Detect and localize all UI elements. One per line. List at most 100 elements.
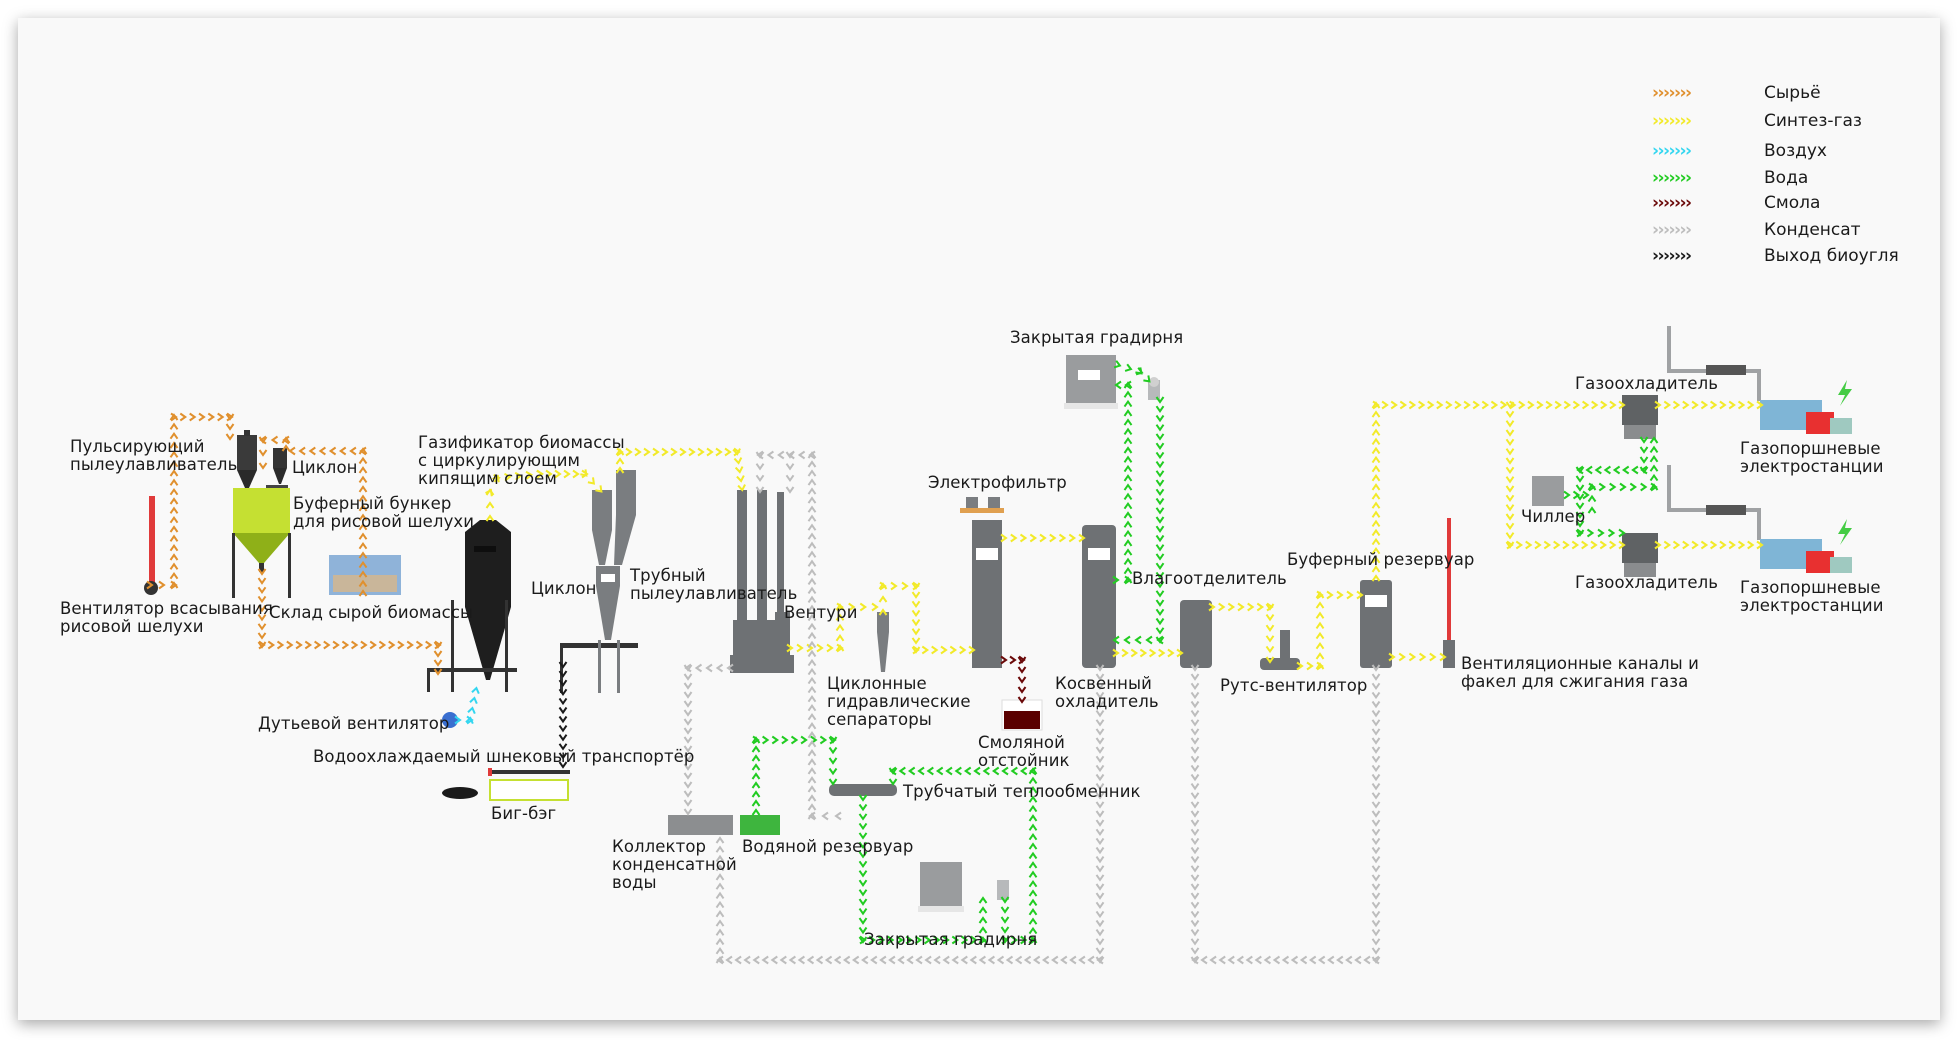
flow-chevron-icon <box>755 486 765 494</box>
flow-chevron-icon <box>1371 664 1381 672</box>
flow-chevron-icon <box>887 935 895 945</box>
flow-chevron-icon <box>323 640 331 650</box>
flow-chevron-icon <box>1023 955 1032 965</box>
flow-chevron-icon <box>1371 510 1381 518</box>
flow-chevron-icon <box>762 735 770 745</box>
flow-chevron-icon <box>1576 528 1584 538</box>
flow-chevron-icon <box>715 900 725 909</box>
flow-chevron-icon <box>1190 883 1200 891</box>
flow-chevron-icon <box>877 935 886 945</box>
flow-chevron-icon <box>359 446 367 456</box>
flow-chevron-icon <box>1631 465 1639 475</box>
flow-chevron-icon <box>1518 400 1526 410</box>
flow-chevron-icon <box>683 709 693 717</box>
flow-chevron-icon <box>1123 409 1133 417</box>
flow-chevron-icon <box>1155 599 1165 607</box>
flow-chevron-icon <box>1155 553 1165 561</box>
flow-chevron-icon <box>1049 533 1057 543</box>
flow-chevron-icon <box>1190 755 1200 764</box>
flow-line-syngas <box>1112 648 1184 658</box>
flow-chevron-icon <box>1155 451 1165 460</box>
flow-chevron-icon <box>1028 889 1038 897</box>
flow-chevron-icon <box>338 446 347 456</box>
flow-chevron-icon <box>170 412 178 422</box>
flow-chevron-icon <box>1672 540 1681 550</box>
flow-chevron-icon <box>1371 737 1381 745</box>
flow-chevron-icon <box>736 475 745 483</box>
flow-line-condensate <box>1190 664 1200 964</box>
flow-chevron-icon <box>425 640 433 650</box>
flow-chevron-icon <box>304 640 313 650</box>
legend-item-syngas: ››››››› Синтез-газ <box>1652 110 1862 132</box>
flow-chevron-icon <box>358 485 368 493</box>
flow-chevron-icon <box>888 778 898 786</box>
flow-chevron-icon <box>1028 870 1038 878</box>
flow-line-condensate <box>716 664 1105 965</box>
flow-chevron-icon <box>1619 482 1627 492</box>
label-gas-cooler-bottom: Газоохладитель <box>1575 573 1719 592</box>
flow-chevron-icon <box>1019 533 1028 543</box>
flow-chevron-icon <box>1505 401 1515 409</box>
flow-chevron-icon <box>198 412 206 422</box>
flow-chevron-icon <box>1588 482 1596 492</box>
flow-chevron-icon <box>207 412 216 422</box>
flow-chevron-icon <box>158 580 166 590</box>
flow-line-raw <box>288 446 368 597</box>
flow-chevron-icon <box>1095 755 1105 764</box>
flow-chevron-icon <box>1427 400 1435 410</box>
flow-chevron-icon <box>1371 910 1381 919</box>
flow-chevron-icon <box>1010 766 1018 776</box>
flow-line-raw <box>146 412 235 590</box>
flow-chevron-icon <box>1315 662 1325 670</box>
flow-chevron-icon <box>465 716 474 725</box>
flow-chevron-icon <box>258 436 268 444</box>
flow-chevron-icon <box>146 580 154 590</box>
legend-label: Выход биоугля <box>1764 246 1899 266</box>
flow-chevron-icon <box>1190 737 1200 745</box>
flow-chevron-icon <box>751 763 761 771</box>
flow-chevron-icon <box>1123 427 1133 435</box>
flow-chevron-icon <box>973 766 981 776</box>
flow-chevron-icon <box>683 763 693 771</box>
flow-chevron-icon <box>1472 400 1480 410</box>
flow-chevron-icon <box>1582 490 1590 500</box>
flow-chevron-icon <box>1756 540 1764 550</box>
flow-chevron-icon <box>800 735 808 745</box>
flow-chevron-icon <box>1167 648 1175 658</box>
flow-chevron-icon <box>848 602 856 612</box>
flow-chevron-icon <box>835 634 845 642</box>
flow-chevron-icon <box>1017 656 1027 664</box>
flow-line-syngas <box>1654 540 1764 550</box>
flow-chevron-icon <box>1371 710 1381 718</box>
flow-chevron-icon <box>1124 363 1133 372</box>
flow-chevron-icon <box>734 955 742 965</box>
flow-chevron-icon <box>715 882 725 890</box>
flow-chevron-icon <box>1597 528 1605 538</box>
flow-chevron-icon <box>1263 955 1271 965</box>
flow-chevron-icon <box>683 754 693 762</box>
flow-chevron-icon <box>1603 465 1611 475</box>
flow-chevron-icon <box>826 643 834 653</box>
flow-chevron-icon <box>1190 746 1200 754</box>
flow-chevron-icon <box>1290 955 1299 965</box>
flow-line-water <box>888 766 1038 945</box>
flow-chevron-icon <box>1371 773 1381 782</box>
flow-chevron-icon <box>1155 507 1165 515</box>
flow-chevron-icon <box>781 735 789 745</box>
flow-chevron-icon <box>1575 520 1585 528</box>
flow-chevron-icon <box>1028 879 1038 888</box>
legend-item-biochar: ››››››› Выход биоугля <box>1652 245 1899 267</box>
flow-chevron-icon <box>752 735 760 745</box>
flow-chevron-icon <box>1363 955 1371 965</box>
flow-line-tar <box>1000 655 1027 704</box>
flow-chevron-icon <box>1618 540 1626 550</box>
flow-chevron-icon <box>1587 494 1597 503</box>
flow-chevron-icon <box>1737 540 1746 550</box>
flow-chevron-icon <box>1371 892 1381 900</box>
flow-chevron-icon <box>1590 540 1598 550</box>
flow-chevron-icon <box>1345 955 1353 965</box>
flow-chevron-icon <box>968 645 976 655</box>
flow-chevron-icon <box>963 766 972 776</box>
flow-chevron-icon <box>1612 465 1621 475</box>
flow-chevron-icon <box>1123 474 1133 482</box>
